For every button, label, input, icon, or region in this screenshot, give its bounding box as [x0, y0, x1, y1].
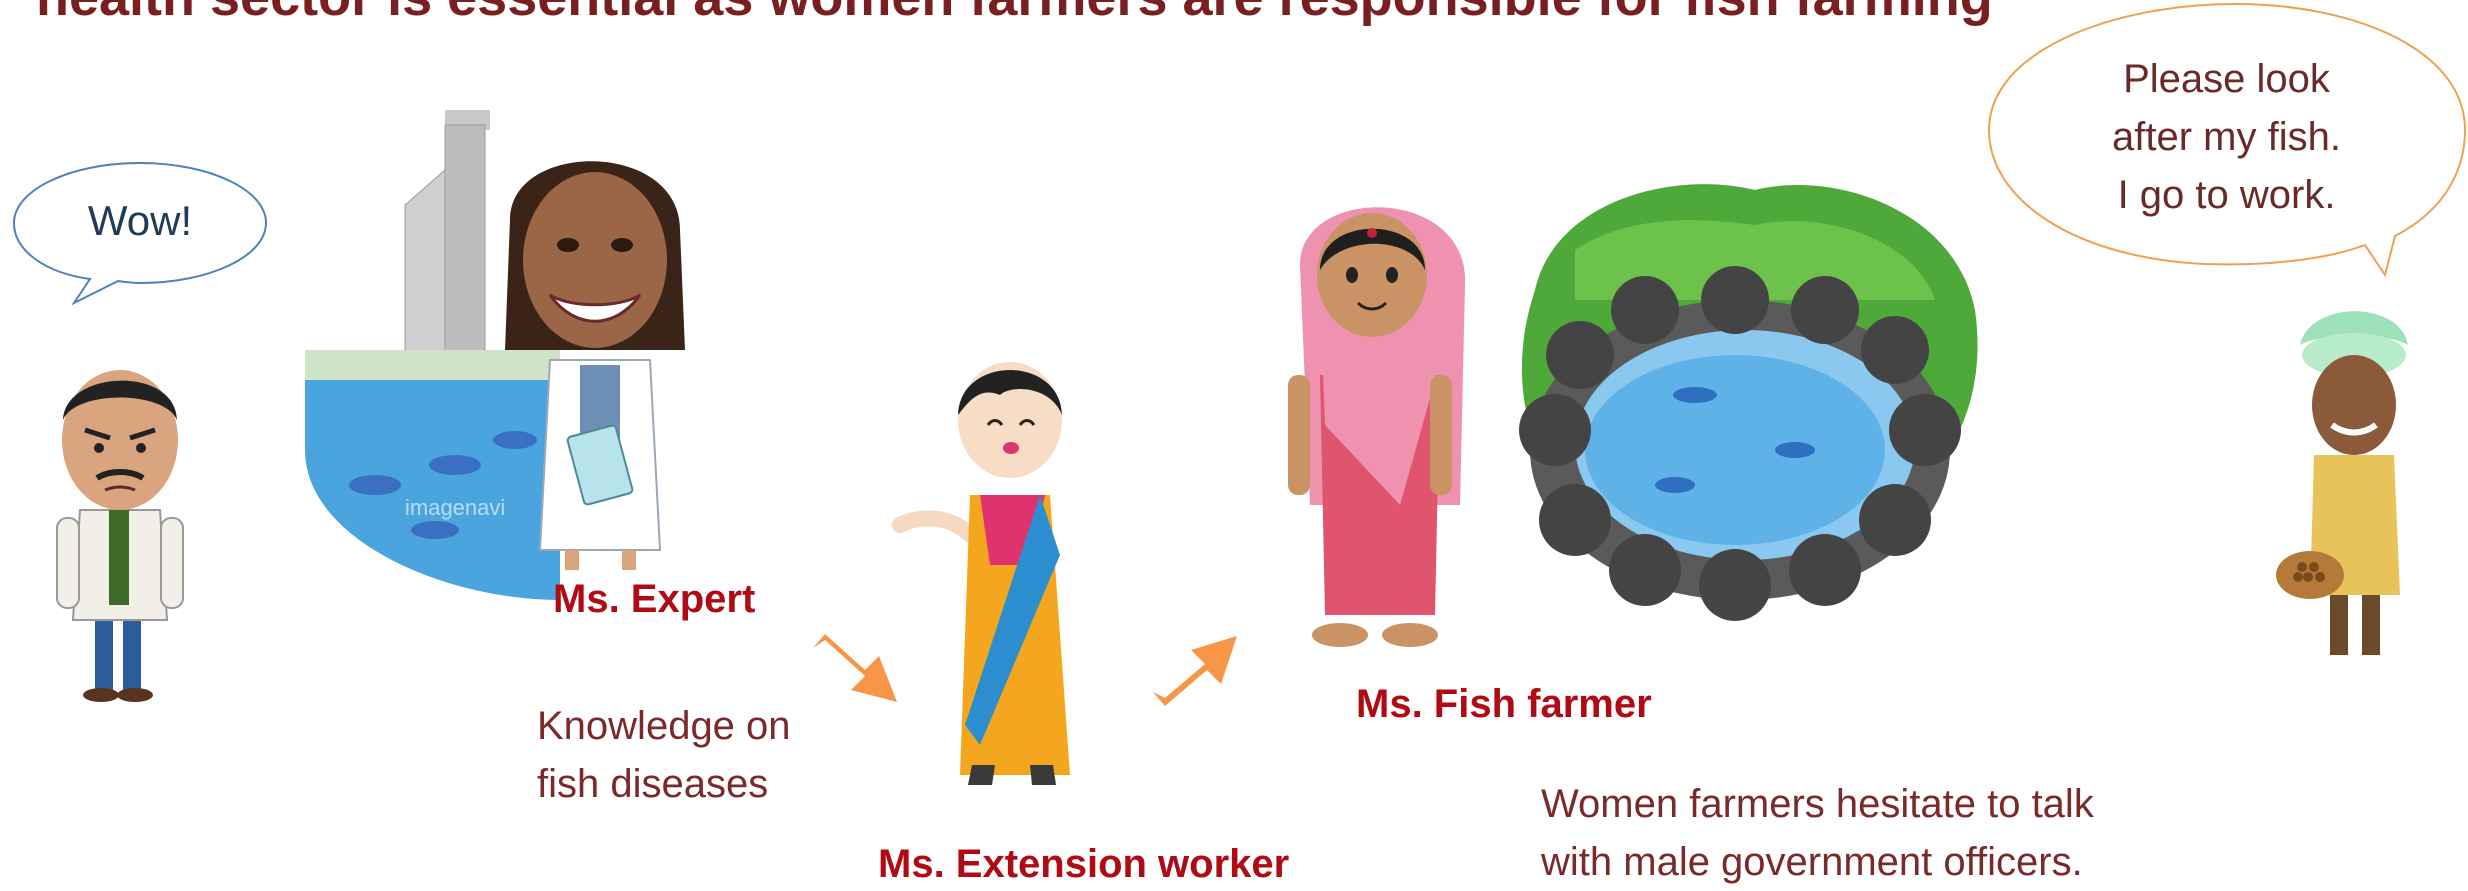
wow-speech-bubble: Wow!	[10, 155, 270, 305]
knowledge-note: Knowledge on fish diseases	[537, 697, 791, 813]
women-note-line1: Women farmers hesitate to talk	[1541, 782, 2094, 826]
watermark-text: imagenavi	[405, 495, 505, 520]
fish-bubble-text: Please look after my fish. I go to work.	[1985, 50, 2468, 224]
slide-title: health sector is essential as women farm…	[36, 0, 1993, 28]
fish-bubble-line1: Please look	[2123, 57, 2330, 101]
expert-woman-illustration	[480, 130, 700, 570]
look-after-fish-speech-bubble: Please look after my fish. I go to work.	[1985, 0, 2468, 280]
fish-farmer-name-label: Ms. Fish farmer	[1356, 682, 1652, 726]
fish-bubble-shape	[1987, 2, 2467, 278]
arrow-extension-to-farmer	[1145, 630, 1245, 710]
expert-name-label: Ms. Expert	[553, 577, 756, 621]
extension-worker-illustration	[880, 345, 1120, 795]
extension-worker-name-label: Ms. Extension worker	[878, 842, 1290, 886]
women-note-line2: with male government officers.	[1541, 840, 2083, 884]
wow-bubble-text: Wow!	[87, 197, 193, 244]
knowledge-note-line2: fish diseases	[537, 762, 769, 806]
pond-pipe-illustration: imagenavi	[305, 110, 565, 610]
wow-bubble-shape	[12, 161, 268, 305]
knowledge-note-line1: Knowledge on	[537, 704, 791, 748]
fish-farmer-woman-illustration	[1270, 175, 1470, 665]
husband-farmer-illustration	[2270, 305, 2420, 675]
women-farmers-note: Women farmers hesitate to talk with male…	[1541, 775, 2094, 891]
angry-man-illustration	[35, 360, 205, 710]
fish-pond-illustration	[1495, 180, 1985, 630]
fish-bubble-line3: I go to work.	[2117, 173, 2336, 217]
arrow-expert-to-extension	[805, 630, 905, 710]
fish-bubble-line2: after my fish.	[2112, 115, 2341, 159]
